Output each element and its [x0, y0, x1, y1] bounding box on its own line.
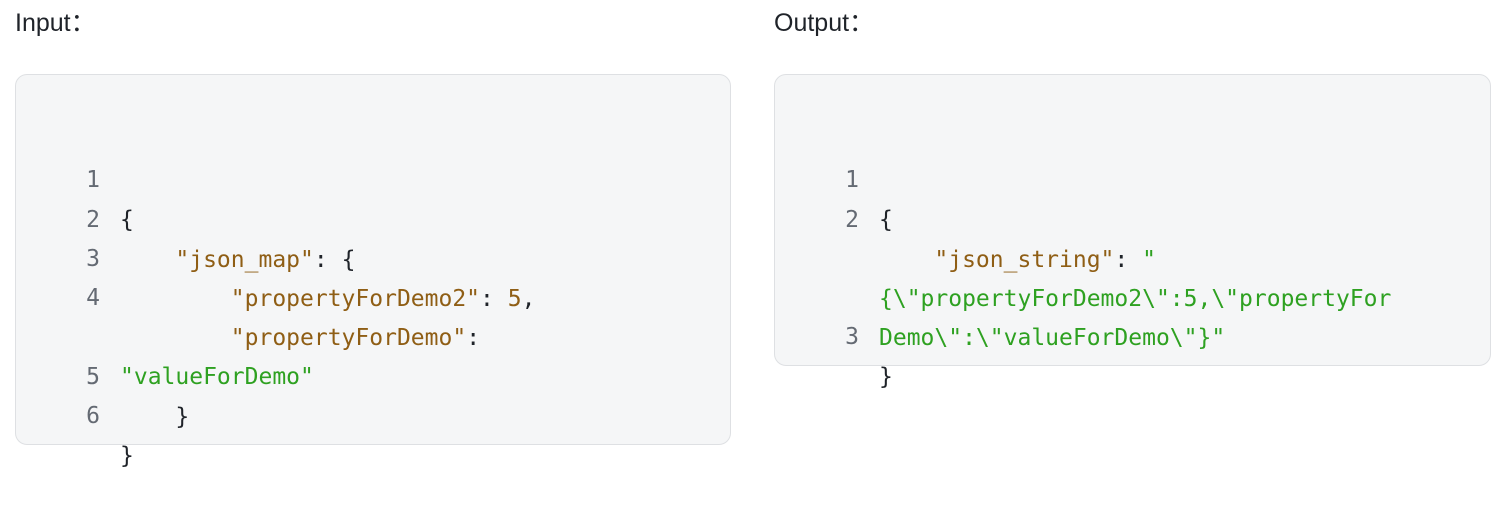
code-token: "propertyForDemo2" — [230, 286, 481, 312]
line-number: 3 — [86, 246, 100, 272]
code-token: "valueForDemo" — [120, 364, 314, 390]
code-token: , — [521, 286, 536, 312]
code-token: { — [120, 207, 134, 233]
code-token: } — [120, 443, 134, 469]
code-token: : { — [313, 247, 356, 273]
code-line-wrapped: {\"propertyForDemo2\":5,\"propertyFor — [775, 199, 1490, 312]
output-title: Output： — [774, 9, 875, 37]
code-token: : — [1114, 247, 1143, 273]
line-number: 2 — [86, 207, 100, 233]
code-text: "json_string": " — [879, 240, 1156, 280]
code-token: 5 — [507, 286, 522, 312]
code-token: { — [879, 207, 893, 233]
code-token: : — [466, 325, 481, 351]
code-line-wrapped: Demo\":\"valueForDemo\"}" — [775, 238, 1490, 351]
code-line: 2 "json_string": " — [775, 160, 1490, 273]
line-number: 5 — [86, 364, 100, 390]
line-number: 6 — [86, 403, 100, 429]
code-text: "propertyForDemo": — [120, 318, 480, 358]
code-text: } — [120, 436, 134, 476]
input-code-block[interactable]: 1 { 2 "json_map": { 3 "propertyForDemo2"… — [15, 74, 731, 469]
line-number: 4 — [86, 285, 100, 311]
code-token: "propertyForDemo" — [230, 325, 467, 351]
code-text: } — [120, 397, 189, 437]
code-text: "valueForDemo" — [120, 357, 314, 397]
code-token: Demo\":\"valueForDemo\"}" — [879, 325, 1226, 351]
code-token: } — [879, 364, 893, 390]
code-token: "json_string" — [934, 247, 1115, 273]
code-line: 3 "propertyForDemo2": 5, — [16, 199, 730, 312]
code-line: 3 } — [775, 277, 1490, 390]
input-title: Input： — [15, 9, 96, 37]
code-line: 6 } — [16, 356, 730, 469]
code-token: } — [120, 404, 190, 430]
line-number: 2 — [845, 207, 859, 233]
line-number: 3 — [845, 324, 859, 350]
code-text: Demo\":\"valueForDemo\"}" — [879, 318, 1225, 358]
code-line: 4 "propertyForDemo": — [16, 238, 730, 351]
code-token: "json_map" — [175, 247, 314, 273]
code-line: 1 { — [16, 120, 730, 233]
line-number: 1 — [86, 167, 100, 193]
code-line: 5 } — [16, 317, 730, 430]
output-code-block[interactable]: 1 { 2 "json_string": " {\"propertyForDem… — [774, 74, 1491, 390]
code-token: {\"propertyForDemo2\":5,\"propertyFor — [879, 286, 1392, 312]
line-number: 1 — [845, 167, 859, 193]
code-text: { — [879, 200, 893, 240]
code-text: } — [879, 357, 893, 397]
code-text: "json_map": { — [120, 240, 355, 280]
code-text: { — [120, 200, 134, 240]
code-token: " — [1142, 247, 1156, 273]
code-line: 1 { — [775, 120, 1490, 233]
code-text: "propertyForDemo2": 5, — [120, 279, 536, 319]
code-line: 2 "json_map": { — [16, 160, 730, 273]
code-text: {\"propertyForDemo2\":5,\"propertyFor — [879, 279, 1391, 319]
code-token: : — [480, 286, 508, 312]
code-line-wrapped: "valueForDemo" — [16, 277, 730, 390]
